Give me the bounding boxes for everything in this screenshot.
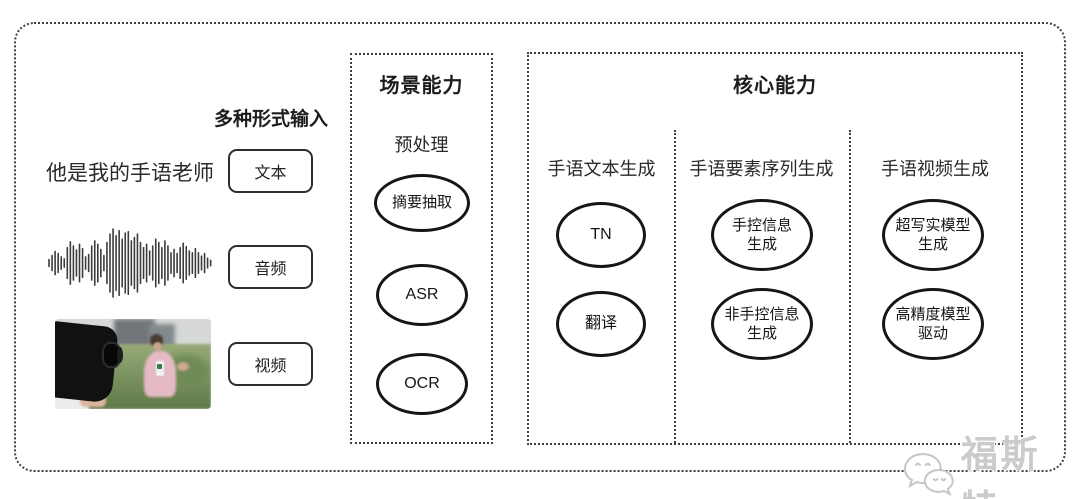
camera-lens: [117, 346, 124, 363]
column-header-video-generation: 手语视频生成: [881, 159, 989, 179]
scene-node-asr: ASR: [376, 264, 468, 326]
input-type-audio: 音频: [228, 245, 313, 289]
scene-box-title: 场景能力: [379, 75, 464, 97]
scene-node-summary-extraction: 摘要抽取: [374, 174, 470, 232]
core-node-translation: 翻译: [556, 291, 646, 357]
video-thumbnail: [55, 319, 211, 409]
column-header-text-generation: 手语文本生成: [547, 159, 656, 179]
reporter-figure: [152, 342, 162, 352]
core-node-non-manual-info-generation: 非手控信息 生成: [711, 288, 813, 360]
audio-waveform: [45, 225, 213, 301]
column-divider: [674, 130, 676, 443]
diagram-outer-border: [14, 22, 1066, 472]
reporter-figure: [176, 362, 189, 372]
input-type-audio-label: 音频: [254, 261, 287, 278]
waveform-graphic: [48, 228, 212, 298]
scene-capability-box: 场景能力 预处理 摘要抽取 ASR OCR: [350, 53, 493, 444]
column-divider: [849, 130, 851, 443]
camera-lens: [101, 342, 121, 369]
watermark-label: 福斯特: [960, 434, 1041, 499]
preprocessing-label: 预处理: [394, 135, 449, 155]
input-section-heading: 多种形式输入: [214, 109, 329, 130]
text-input-example: 他是我的手语老师: [46, 162, 214, 185]
chat-bubbles-icon: [903, 453, 954, 496]
scene-node-ocr: OCR: [376, 353, 468, 415]
core-capability-box: 核心能力 手语文本生成 手语要素序列生成 手语视频生成 TN 翻译 手控信息 生…: [527, 52, 1023, 445]
column-header-element-sequence-generation: 手语要素序列生成: [689, 159, 834, 179]
core-node-high-precision-model-drive: 高精度模型 驱动: [882, 288, 984, 360]
input-type-video: 视频: [228, 342, 313, 386]
core-node-manual-info-generation: 手控信息 生成: [711, 199, 813, 271]
core-node-tn: TN: [556, 202, 646, 268]
microphone-logo: [157, 364, 163, 369]
input-type-text-label: 文本: [254, 165, 287, 182]
watermark: 福斯特: [901, 420, 1080, 499]
core-box-title: 核心能力: [733, 75, 817, 97]
input-type-video-label: 视频: [254, 358, 287, 375]
core-node-hyperrealistic-model-generation: 超写实模型 生成: [882, 199, 984, 271]
input-type-text: 文本: [228, 149, 313, 193]
